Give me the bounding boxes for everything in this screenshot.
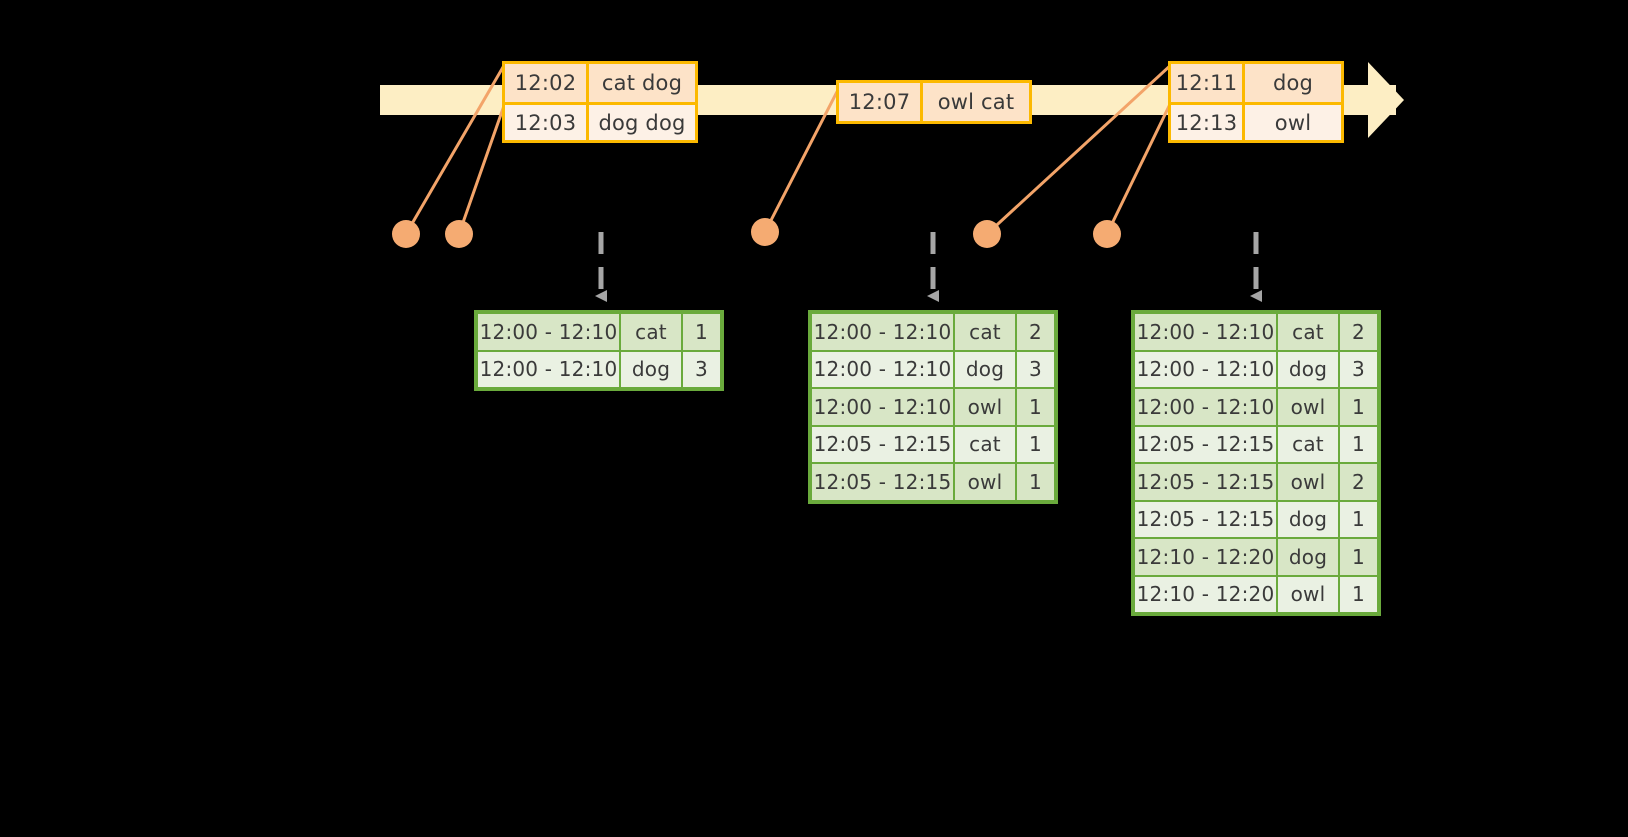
key-cell: cat [954, 313, 1016, 351]
window-cell: 12:05 - 12:15 [1134, 463, 1277, 501]
count-cell: 1 [1339, 538, 1378, 576]
event-dot-2 [445, 220, 473, 248]
key-cell: cat [1277, 313, 1339, 351]
key-cell: dog [1277, 500, 1339, 538]
count-cell: 2 [1016, 313, 1055, 351]
event-time: 12:03 [505, 105, 589, 140]
event-value: owl [1274, 110, 1312, 135]
window-cell: 12:05 - 12:15 [811, 425, 954, 463]
count-cell: 1 [1339, 425, 1378, 463]
emit-arrows [595, 232, 1262, 302]
key-cell: owl [1277, 575, 1339, 613]
event-time: 12:13 [1171, 105, 1245, 140]
timeline-arrowhead-icon [1368, 62, 1404, 138]
key-cell: dog [620, 350, 682, 388]
window-cell: 12:05 - 12:15 [1134, 500, 1277, 538]
count-cell: 1 [1016, 463, 1055, 501]
event-dot-4 [973, 220, 1001, 248]
window-cell: 12:00 - 12:10 [477, 313, 620, 351]
window-cell: 12:00 - 12:10 [811, 313, 954, 351]
event-value: dog [1272, 71, 1314, 95]
event-row[interactable]: 12:02 cat dog [505, 64, 695, 102]
key-cell: dog [1277, 538, 1339, 576]
window-cell: 12:00 - 12:10 [811, 350, 954, 388]
key-cell: owl [954, 388, 1016, 426]
count-cell: 1 [1339, 575, 1378, 613]
event-row[interactable]: 12:03 dog dog [505, 102, 695, 140]
key-cell: owl [1277, 463, 1339, 501]
event-value: cat dog [601, 71, 683, 95]
connector-2 [457, 99, 508, 235]
event-box-1[interactable]: 12:02 cat dog 12:03 dog dog [502, 61, 698, 143]
count-cell: 2 [1339, 313, 1378, 351]
count-cell: 1 [682, 313, 721, 351]
event-dot-5 [1093, 220, 1121, 248]
count-cell: 3 [682, 350, 721, 388]
event-dot-3 [751, 218, 779, 246]
event-value: dog dog [598, 110, 686, 135]
window-cell: 12:10 - 12:20 [1134, 575, 1277, 613]
event-value: owl cat [937, 90, 1015, 114]
event-row[interactable]: 12:11 dog [1171, 64, 1341, 102]
count-cell: 1 [1339, 500, 1378, 538]
window-cell: 12:00 - 12:10 [477, 350, 620, 388]
event-dots [392, 218, 1121, 248]
connector-5 [1105, 99, 1174, 235]
event-dot-1 [392, 220, 420, 248]
window-cell: 12:05 - 12:15 [1134, 425, 1277, 463]
window-cell: 12:00 - 12:10 [811, 388, 954, 426]
key-cell: owl [954, 463, 1016, 501]
key-cell: cat [954, 425, 1016, 463]
window-cell: 12:10 - 12:20 [1134, 538, 1277, 576]
event-box-3[interactable]: 12:11 dog 12:13 owl [1168, 61, 1344, 143]
event-row[interactable]: 12:07 owl cat [839, 83, 1029, 121]
event-row[interactable]: 12:13 owl [1171, 102, 1341, 140]
event-time: 12:02 [505, 64, 589, 102]
window-cell: 12:00 - 12:10 [1134, 350, 1277, 388]
event-time: 12:11 [1171, 64, 1245, 102]
event-time: 12:07 [839, 83, 923, 121]
key-cell: dog [1277, 350, 1339, 388]
key-cell: cat [620, 313, 682, 351]
key-cell: owl [1277, 388, 1339, 426]
count-cell: 1 [1016, 388, 1055, 426]
window-cell: 12:00 - 12:10 [1134, 313, 1277, 351]
count-cell: 2 [1339, 463, 1378, 501]
window-cell: 12:05 - 12:15 [811, 463, 954, 501]
window-cell: 12:00 - 12:10 [1134, 388, 1277, 426]
count-cell: 1 [1339, 388, 1378, 426]
key-cell: cat [1277, 425, 1339, 463]
key-cell: dog [954, 350, 1016, 388]
count-cell: 1 [1016, 425, 1055, 463]
event-box-2[interactable]: 12:07 owl cat [836, 80, 1032, 124]
count-cell: 3 [1016, 350, 1055, 388]
count-cell: 3 [1339, 350, 1378, 388]
